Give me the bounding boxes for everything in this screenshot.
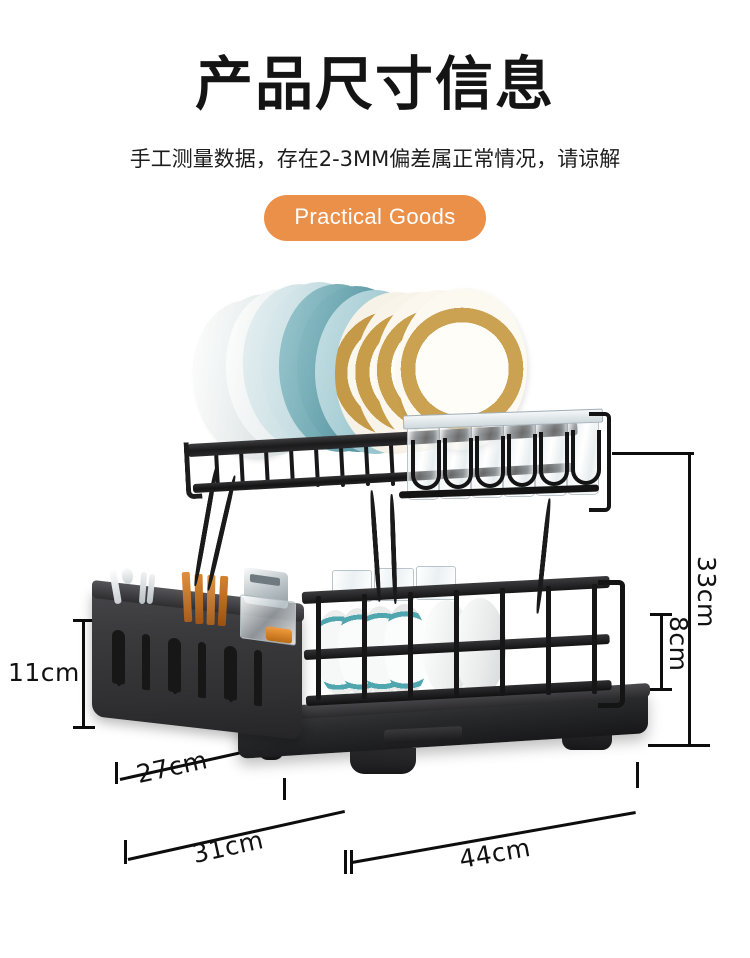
spoon-icon bbox=[121, 567, 134, 585]
utensils-in-caddy bbox=[109, 567, 170, 606]
dim-8cm-label: 8cm bbox=[664, 616, 693, 672]
lower-tier bbox=[88, 552, 650, 782]
dim-33cm-tick-top bbox=[612, 452, 694, 455]
dim-8cm-line bbox=[660, 613, 663, 691]
lower-vertical-bar bbox=[316, 596, 321, 700]
knife-icon bbox=[109, 569, 122, 605]
caddy-cutout-knife bbox=[254, 649, 262, 707]
glass-holder-wire bbox=[571, 430, 601, 485]
lower-vertical-bar bbox=[408, 592, 413, 698]
lower-vertical-bar bbox=[592, 584, 597, 694]
dim-31cm-tick-left bbox=[124, 840, 127, 864]
caddy-cutout-knife bbox=[198, 641, 206, 699]
caddy-cutout-spoon bbox=[112, 629, 125, 685]
practical-goods-badge: Practical Goods bbox=[264, 195, 486, 241]
lower-vertical-bar bbox=[362, 594, 367, 699]
page-subtitle: 手工测量数据，存在2-3MM偏差属正常情况，请谅解 bbox=[129, 147, 621, 171]
badge-container: Practical Goods bbox=[0, 195, 750, 241]
upper-rack-right-end bbox=[589, 412, 611, 512]
dim-33cm-line bbox=[688, 452, 691, 746]
glass-holder-wire bbox=[411, 440, 441, 490]
dim-11cm-line bbox=[82, 619, 85, 729]
glass-holder-wire bbox=[507, 434, 537, 487]
dim-44cm-tick-right bbox=[636, 762, 639, 788]
lower-vertical-bar bbox=[546, 586, 551, 695]
page-title: 产品尺寸信息 bbox=[194, 50, 555, 118]
caddy-cutout-knife bbox=[142, 633, 150, 691]
fork-icon bbox=[146, 573, 156, 605]
chopstick bbox=[217, 575, 229, 627]
lower-vertical-bar bbox=[500, 588, 505, 696]
header: 产品尺寸信息 手工测量数据，存在2-3MM偏差属正常情况，请谅解 Practic… bbox=[0, 0, 750, 241]
glass-holder-wire bbox=[475, 436, 505, 488]
dim-27cm-tick-right bbox=[283, 778, 286, 800]
dim-27cm-tick-left bbox=[115, 762, 118, 784]
upper-rack-left-end bbox=[183, 441, 203, 500]
product-illustration bbox=[0, 262, 750, 902]
dim-44cm-tick-left bbox=[350, 850, 353, 874]
dim-33cm-label: 33cm bbox=[692, 556, 721, 628]
lower-basket-frame bbox=[301, 575, 625, 710]
dim-31cm-tick-right bbox=[344, 850, 347, 874]
tray-foot-mid bbox=[350, 748, 416, 774]
lower-vertical-bar bbox=[454, 590, 459, 697]
caddy-cutout-spoon bbox=[168, 637, 181, 693]
glass-holder-wire bbox=[539, 432, 569, 486]
upper-tier bbox=[183, 262, 611, 614]
dim-8cm-tick-bottom bbox=[650, 688, 672, 691]
lower-basket-right-end bbox=[598, 580, 625, 708]
chopstick bbox=[181, 571, 193, 623]
dim-11cm-tick-bottom bbox=[73, 726, 95, 729]
dim-11cm-label: 11cm bbox=[8, 658, 80, 687]
caddy-cutout-spoon bbox=[224, 645, 237, 701]
dim-33cm-tick-bottom bbox=[648, 744, 710, 747]
glass-holder-wire bbox=[443, 438, 473, 489]
